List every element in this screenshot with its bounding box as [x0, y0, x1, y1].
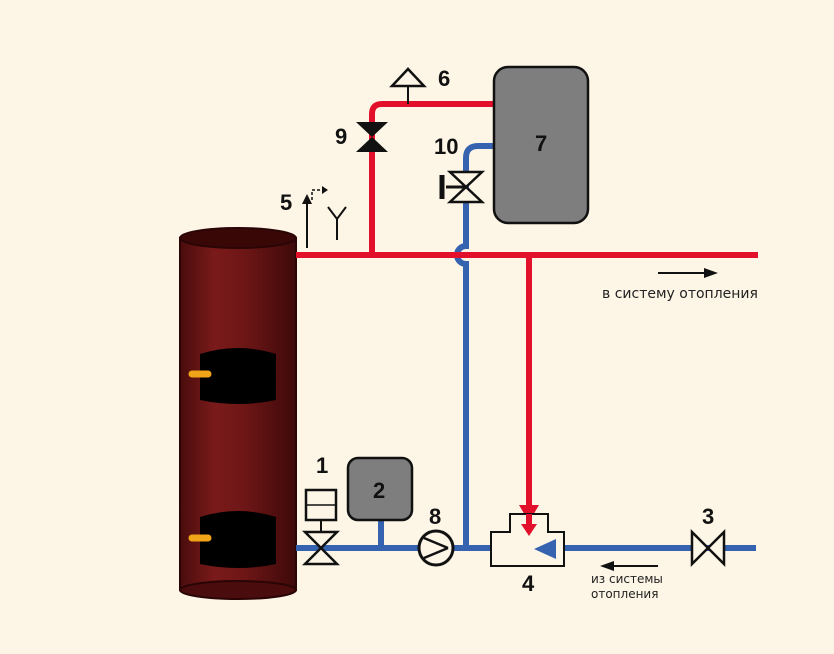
return-riser-to-tank: [454, 143, 494, 548]
label-8: 8: [429, 504, 441, 529]
item-7-expansion-tank: [492, 65, 590, 225]
caption-to-heating: в систему отопления: [602, 286, 758, 302]
boiler: [179, 227, 297, 600]
label-5: 5: [280, 190, 292, 215]
to-heating-arrow: [658, 268, 718, 278]
item-3-valve: [690, 528, 726, 568]
caption-from-heating-1: из системы: [591, 572, 663, 586]
boiler-door-upper: [200, 348, 276, 404]
label-4: 4: [522, 571, 535, 596]
label-9: 9: [335, 124, 347, 149]
label-1: 1: [316, 453, 328, 478]
item-2-membrane-tank: [346, 456, 414, 522]
label-3: 3: [702, 504, 714, 529]
label-7: 7: [535, 131, 547, 156]
item-4-mixing-valve: [490, 513, 565, 567]
boiler-door-lower: [200, 511, 276, 568]
item-6-vent-symbol: [389, 67, 427, 104]
from-heating-arrow: [600, 561, 658, 571]
item-10-valve: [439, 170, 486, 204]
label-10: 10: [434, 134, 458, 159]
item-9-valve: [356, 122, 388, 152]
caption-from-heating-2: отопления: [591, 587, 658, 601]
item-8-pump: [417, 529, 455, 567]
supply-pipes: [296, 101, 758, 505]
item-1-actuated-valve: [301, 488, 341, 566]
supply-riser-to-tank: [369, 101, 494, 255]
label-2: 2: [373, 478, 385, 503]
item-5-air-vent: [302, 186, 347, 248]
label-6: 6: [438, 66, 450, 91]
